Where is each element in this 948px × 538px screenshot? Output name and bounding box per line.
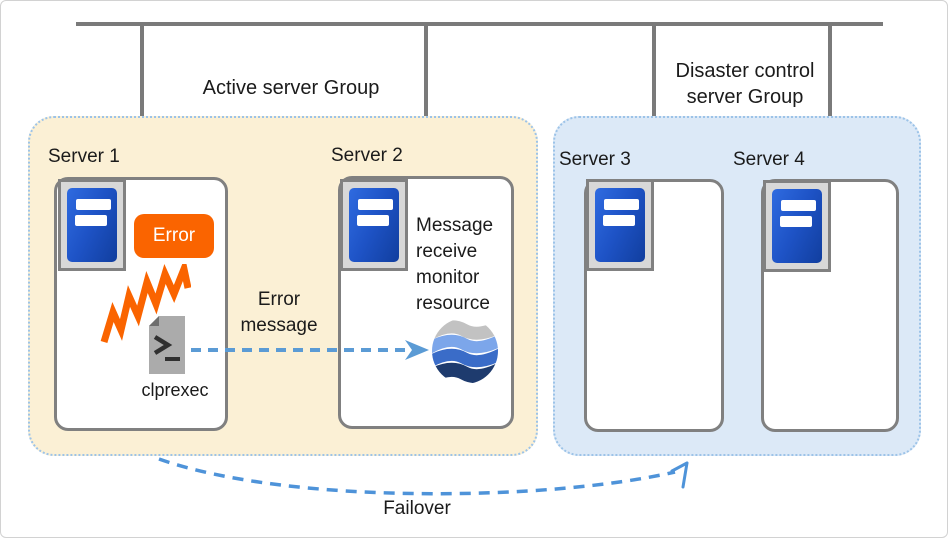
- error-message-arrow: [187, 337, 439, 363]
- terminal-script-icon: [144, 315, 190, 375]
- error-message-label: Error message: [240, 289, 318, 336]
- network-drop-line-server2: [424, 22, 428, 179]
- network-backbone-line: [76, 22, 883, 26]
- failover-arrow: [139, 449, 699, 507]
- failover-label: Failover: [383, 498, 451, 519]
- server-tower-front: [349, 188, 399, 262]
- network-drop-line-server3: [652, 22, 656, 181]
- server2-label: Server 2: [331, 145, 403, 166]
- network-drop-line-server1: [140, 22, 144, 180]
- error-badge: Error: [134, 214, 214, 258]
- network-drop-line-server4: [828, 22, 832, 182]
- lightning-icon: [91, 256, 192, 349]
- clprexec-label: clprexec: [141, 380, 209, 400]
- server1-label: Server 1: [48, 146, 120, 167]
- disaster-group-label: Disaster control server Group: [675, 60, 815, 108]
- server-tower-icon: [58, 179, 126, 271]
- wave-globe-icon: [431, 317, 499, 385]
- server4-label: Server 4: [733, 149, 805, 170]
- server-tower-icon: [586, 179, 654, 271]
- server-tower-icon: [340, 179, 408, 271]
- server-tower-icon: [763, 180, 831, 272]
- server-tower-front: [772, 189, 822, 263]
- server3-label: Server 3: [559, 149, 631, 170]
- active-group-label: Active server Group: [202, 77, 380, 99]
- monitor-resource-label: Message receive monitor resource: [416, 215, 494, 314]
- server-tower-front: [595, 188, 645, 262]
- server-tower-front: [67, 188, 117, 262]
